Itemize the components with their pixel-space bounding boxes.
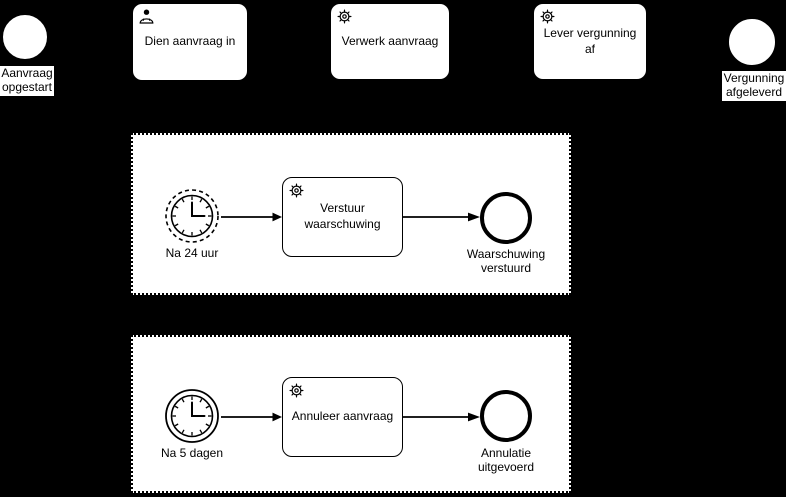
gear-icon (288, 382, 305, 399)
task-label: Annuleer aanvraag (291, 409, 394, 424)
end-event[interactable] (480, 192, 532, 244)
start-event-label[interactable]: Aanvraag opgestart (0, 66, 54, 96)
task-verwerk-aanvraag[interactable]: Verwerk aanvraag (330, 3, 450, 80)
task-label: Lever vergunning af (543, 25, 637, 56)
task-label: Dien aanvraag in (144, 34, 236, 49)
event-subprocess-cancellation[interactable]: Na 5 dagen Annuleer aanvraag Annulatie u… (131, 335, 571, 493)
user-icon (138, 8, 155, 25)
sequence-flow-arrow[interactable] (221, 211, 282, 223)
gear-icon (336, 8, 353, 25)
task-dien-aanvraag-in[interactable]: Dien aanvraag in (132, 3, 248, 81)
start-event[interactable] (2, 14, 48, 60)
task-label: Verwerk aanvraag (341, 33, 439, 48)
sequence-flow-arrow[interactable] (403, 211, 480, 223)
task-label: Verstuur waarschuwing (304, 201, 381, 231)
end-event-label[interactable]: Waarschuwing verstuurd (466, 247, 546, 275)
sequence-flow-arrow[interactable] (221, 411, 282, 423)
timer-label[interactable]: Na 24 uur (165, 246, 219, 260)
timer-start-event[interactable] (165, 189, 219, 243)
sequence-flow-arrow[interactable] (403, 411, 480, 423)
gear-icon (539, 8, 556, 25)
event-subprocess-warning[interactable]: Na 24 uur Verstuur waarschuwing Waarschu… (131, 133, 571, 295)
gear-icon (288, 182, 305, 199)
task-annuleer-aanvraag[interactable]: Annuleer aanvraag (282, 377, 403, 457)
timer-start-event[interactable] (165, 389, 219, 443)
task-lever-vergunning-af[interactable]: Lever vergunning af (533, 3, 647, 80)
end-event-label[interactable]: Annulatie uitgevoerd (477, 446, 535, 474)
clock-icon (172, 396, 213, 437)
timer-label[interactable]: Na 5 dagen (160, 446, 224, 460)
task-verstuur-waarschuwing[interactable]: Verstuur waarschuwing (282, 177, 403, 257)
end-event-label[interactable]: Vergunning afgeleverd (722, 71, 786, 101)
clock-icon (172, 196, 213, 237)
end-event[interactable] (480, 390, 532, 442)
end-event[interactable] (728, 18, 776, 66)
